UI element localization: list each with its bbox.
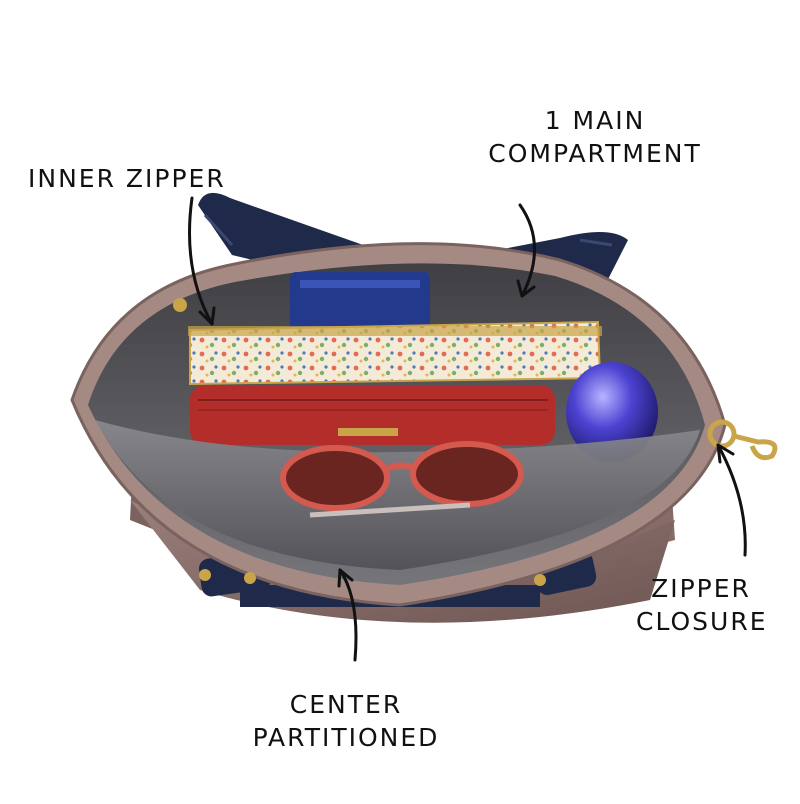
sunglasses	[280, 441, 524, 518]
callout-main-compartment-line1: 1 MAIN	[544, 106, 646, 135]
arrow-main-compartment	[518, 203, 536, 298]
callout-zipper-closure: ZIPPER CLOSURE	[636, 572, 766, 638]
callout-center-partitioned: CENTER PARTITIONED	[248, 688, 444, 754]
callout-main-compartment: 1 MAIN COMPARTMENT	[480, 104, 710, 170]
center-partition	[95, 420, 700, 570]
callout-inner-zipper: INNER ZIPPER	[28, 162, 226, 195]
callout-center-partitioned-line2: PARTITIONED	[252, 723, 440, 752]
perfume-bottle	[566, 362, 658, 462]
arrow-inner-zipper	[188, 196, 214, 326]
callout-center-partitioned-line1: CENTER	[289, 690, 403, 719]
callout-inner-zipper-text: INNER ZIPPER	[28, 164, 226, 193]
arrow-zipper-closure	[716, 443, 747, 557]
callout-main-compartment-line2: COMPARTMENT	[488, 139, 702, 168]
callout-zipper-closure-line1: ZIPPER	[651, 574, 751, 603]
callout-zipper-closure-line2: CLOSURE	[636, 607, 768, 636]
arrow-center-partitioned	[338, 568, 358, 662]
